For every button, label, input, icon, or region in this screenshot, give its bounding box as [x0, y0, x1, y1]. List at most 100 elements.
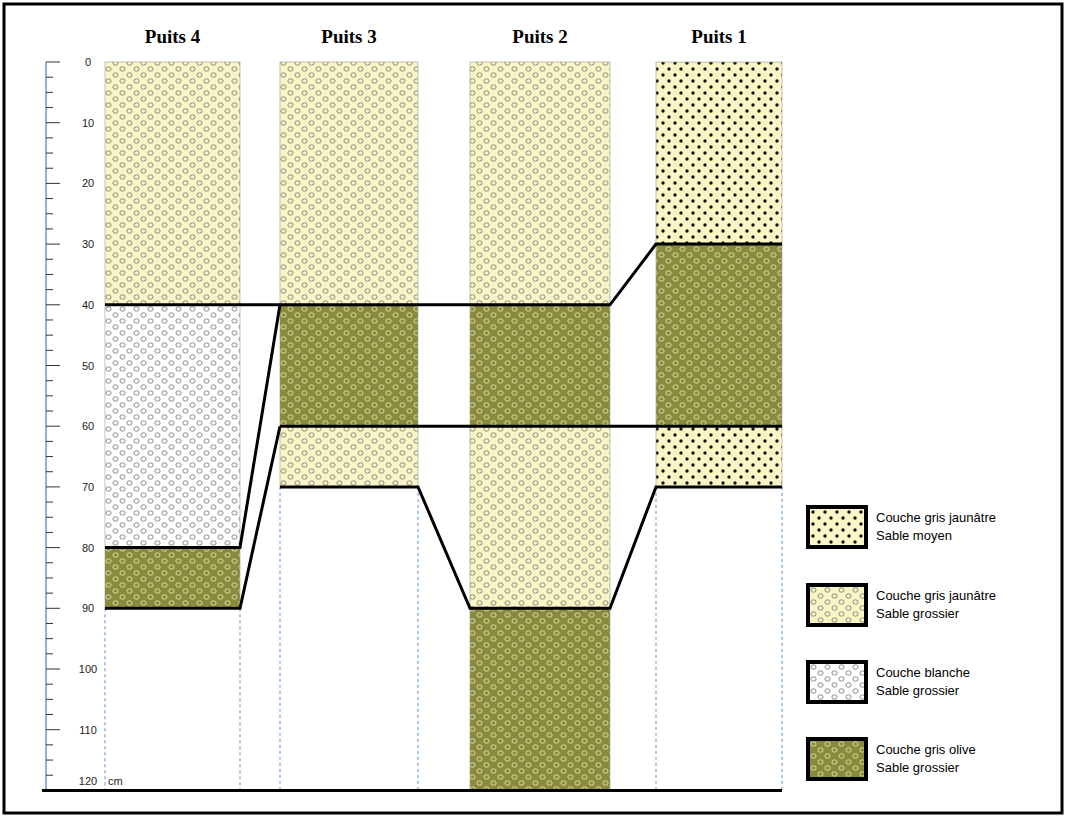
well-column: Puits 1: [656, 62, 782, 790]
legend-text: Couche gris jaunâtre Sable grossier: [876, 587, 1036, 623]
layer-fill: [280, 305, 418, 426]
scale-number: 0: [85, 56, 91, 68]
frame: [4, 4, 1062, 813]
scale-tick: [46, 623, 53, 624]
layer-fill: [470, 305, 610, 426]
sediment-layer: [470, 608, 610, 790]
scale-tick: [46, 92, 53, 93]
layer-fill: [280, 426, 418, 487]
layer-pattern: [280, 305, 418, 426]
scale-number: 120: [79, 775, 97, 787]
layer-fill: [470, 608, 610, 790]
scale-tick: [46, 137, 53, 138]
scale-number: 20: [82, 177, 94, 189]
legend-swatch: [806, 660, 868, 704]
scale-tick: [46, 183, 60, 184]
scale-tick: [46, 198, 53, 199]
dashed-guide: [782, 487, 783, 791]
layer-pattern: [656, 62, 782, 244]
legend-swatch: [806, 583, 868, 627]
scale-tick: [46, 744, 53, 745]
correlation-line: [105, 426, 280, 608]
correlation-line: [105, 305, 280, 548]
scale-tick: [46, 304, 60, 305]
layer-fill: [656, 426, 782, 487]
swatch-pattern: [810, 741, 864, 777]
scale-number: 40: [82, 299, 94, 311]
layer-fill: [280, 62, 418, 305]
scale-tick: [46, 62, 60, 63]
sediment-layer: [280, 426, 418, 487]
scale-tick: [46, 608, 60, 609]
dashed-guide: [240, 608, 241, 790]
well-name: Puits 2: [470, 26, 610, 48]
sediment-layer: [105, 62, 240, 305]
dashed-guide: [280, 487, 281, 791]
sediment-layer: [280, 305, 418, 426]
scale-tick: [46, 729, 60, 730]
scale-number: 50: [82, 360, 94, 372]
swatch-pattern: [810, 587, 864, 623]
correlation-line: [42, 789, 782, 792]
layer-fill: [470, 426, 610, 608]
sediment-layer: [105, 305, 240, 548]
legend-entry: Couche blanche Sable grossier: [806, 660, 1046, 720]
layer-fill: [470, 62, 610, 305]
legend-entry: Couche gris olive Sable grossier: [806, 737, 1046, 797]
correlation-line: [280, 487, 782, 608]
sediment-layer: [656, 244, 782, 426]
layer-fill: [105, 305, 240, 548]
scale-tick: [46, 77, 53, 78]
scale-tick: [46, 395, 53, 396]
scale-tick: [46, 350, 53, 351]
scale-tick: [46, 426, 60, 427]
scale-tick: [46, 760, 53, 761]
well-name: Puits 3: [280, 26, 418, 48]
scale-tick: [46, 168, 53, 169]
scale-tick: [46, 502, 53, 503]
dashed-guide: [418, 487, 419, 791]
scale-tick: [46, 775, 53, 776]
scale-tick: [46, 699, 53, 700]
layer-pattern: [470, 62, 610, 305]
scale-tick: [46, 532, 53, 533]
swatch-pattern: [810, 664, 864, 700]
sediment-layer: [656, 426, 782, 487]
scale-tick: [46, 653, 53, 654]
sediment-layer: [470, 305, 610, 426]
scale-number: 80: [82, 542, 94, 554]
scale-tick: [46, 547, 60, 548]
legend-entry: Couche gris jaunâtre Sable grossier: [806, 583, 1046, 643]
scale-tick: [46, 107, 53, 108]
legend-entry: Couche gris jaunâtre Sable moyen: [806, 505, 1046, 565]
layer-pattern: [280, 62, 418, 305]
layer-fill: [105, 548, 240, 609]
scale-tick: [46, 669, 60, 670]
well-name: Puits 1: [656, 26, 782, 48]
scale-number: 110: [79, 724, 97, 736]
scale-tick: [46, 684, 53, 685]
correlation-line: [105, 244, 782, 305]
scale-unit: cm: [108, 775, 123, 787]
layer-pattern: [656, 426, 782, 487]
scale-number: 70: [82, 481, 94, 493]
dashed-guide: [105, 608, 106, 790]
legend-swatch: [806, 737, 868, 781]
sediment-layer: [105, 548, 240, 609]
scale-number: 90: [82, 602, 94, 614]
scale-tick: [46, 289, 53, 290]
scale-tick: [46, 122, 60, 123]
scale-tick: [46, 335, 53, 336]
scale-tick: [46, 319, 53, 320]
scale-tick: [46, 456, 53, 457]
layer-pattern: [656, 244, 782, 426]
scale-tick: [46, 244, 60, 245]
scale-number: 60: [82, 420, 94, 432]
sediment-layer: [470, 62, 610, 305]
scale-tick: [46, 593, 53, 594]
layer-fill: [656, 62, 782, 244]
layer-pattern: [470, 426, 610, 608]
scale-number: 10: [82, 117, 94, 129]
correlation-line: [280, 425, 782, 428]
scale-tick: [46, 486, 60, 487]
